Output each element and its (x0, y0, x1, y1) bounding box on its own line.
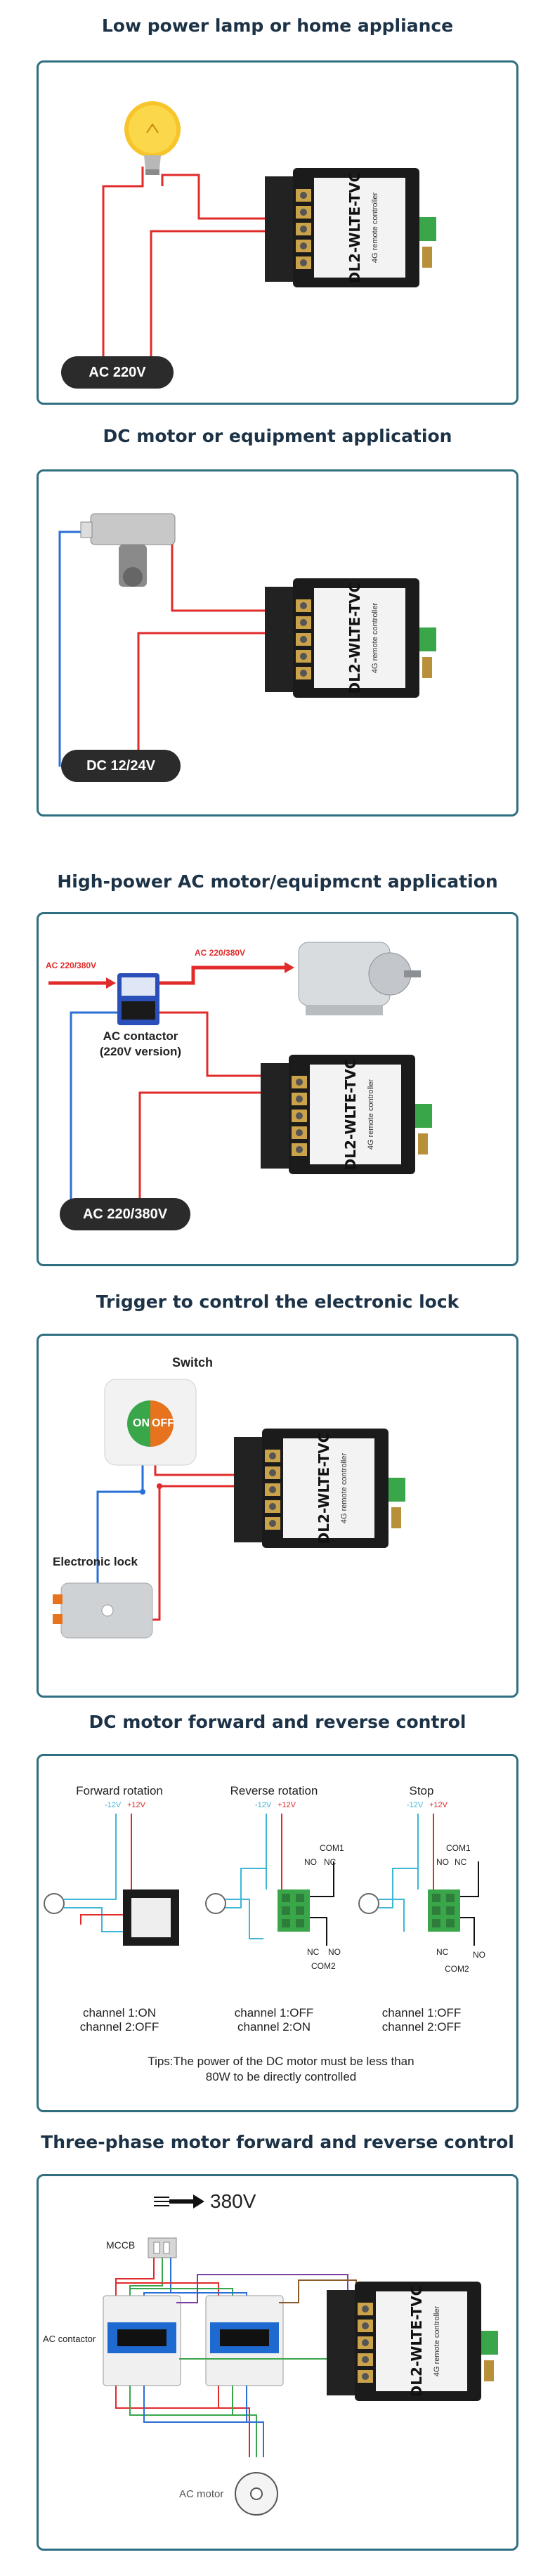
reverse-channel2-state: channel 2:ON (237, 2020, 311, 2034)
controller-model: DL2-WLTE-TVC (408, 2286, 425, 2398)
output-voltage-label: AC 220/380V (195, 948, 246, 958)
contactor-1-icon (103, 2295, 181, 2386)
controller-graphic: DL2-WLTE-TVC 4G remote controller (265, 168, 436, 287)
reverse-rotation-wiring (205, 1814, 334, 1946)
controller-subtitle: 4G remote controller (340, 1453, 348, 1524)
controller-model: DL2-WLTE-TVC (342, 1059, 359, 1171)
section-5-title: DC motor forward and reverse control (89, 1712, 466, 1732)
controller-subtitle: 4G remote controller (371, 603, 379, 674)
plus-12v-label: +12V (278, 1801, 296, 1809)
nc-label: NC (307, 1947, 320, 1957)
minus-12v-label: -12V (407, 1801, 424, 1809)
controller-device: DL2-WLTE-TVC 4G remote controller (265, 578, 440, 698)
controller-device: DL2-WLTE-TVC 4G remote controller (234, 1429, 410, 1548)
section-3-panel: AC 220/380V AC 220/380V AC contactor (22… (37, 912, 518, 1266)
input-voltage-label: AC 220/380V (46, 961, 97, 970)
dc-motor-icon (80, 513, 176, 587)
section-1-panel: AC 220V DL2-WLTE-TVC 4G remote controlle… (37, 60, 518, 405)
light-bulb-icon (124, 101, 181, 175)
section-2-title: DC motor or equipment application (103, 426, 452, 446)
nc-label: NC (324, 1857, 337, 1867)
contactor-label: AC contactor (43, 2334, 96, 2344)
stop-channel2-state: channel 2:OFF (381, 2020, 462, 2034)
controller-model: DL2-WLTE-TVC (315, 1433, 332, 1544)
stop-heading: Stop (409, 1784, 434, 1797)
controller-device: DL2-WLTE-TVC 4G remote controller (261, 1055, 436, 1174)
supply-voltage-label: 380V (210, 2190, 256, 2212)
controller-graphic: DL2-WLTE-TVC 4G remote controller (265, 578, 436, 698)
controller-graphic: DL2-WLTE-TVC 4G remote controller (261, 1055, 432, 1174)
stop-wiring (358, 1814, 479, 1946)
ac-motor-icon (235, 2472, 278, 2516)
plus-12v-label: +12V (429, 1801, 448, 1809)
section-4-panel: Switch ON OFF Electronic lock DL2-WLTE-T… (37, 1334, 518, 1698)
ac-motor-wiring-diagram (48, 942, 421, 1214)
contactor-2-icon (205, 2295, 284, 2386)
section-3-title: High-power AC motor/equipmcnt applicatio… (57, 871, 498, 892)
forward-channel2-state: channel 2:OFF (79, 2020, 159, 2034)
com1-label: COM1 (320, 1843, 344, 1853)
controller-device: DL2-WLTE-TVC 4G remote controller (327, 2282, 502, 2401)
controller-graphic: DL2-WLTE-TVC 4G remote controller (234, 1429, 405, 1548)
nc-label: NC (455, 1857, 467, 1867)
com1-label: COM1 (446, 1843, 471, 1853)
forward-rotation-wiring (44, 1814, 179, 1946)
power-source-badge: AC 220V (61, 356, 174, 389)
power-source-badge: DC 12/24V (61, 750, 181, 782)
com2-label: COM2 (445, 1964, 469, 1974)
nc-label: NC (436, 1947, 449, 1957)
contactor-label: AC contactor (103, 1029, 178, 1043)
forward-heading: Forward rotation (76, 1784, 163, 1797)
forward-channel1-state: channel 1:ON (83, 2006, 156, 2019)
power-source-badge: AC 220/380V (60, 1198, 190, 1230)
no-label: NO (473, 1950, 485, 1960)
reverse-heading: Reverse rotation (230, 1784, 318, 1797)
motor-label: AC motor (179, 2488, 224, 2500)
controller-graphic: DL2-WLTE-TVC 4G remote controller (327, 2282, 498, 2401)
mccb-breaker-icon (148, 2237, 177, 2258)
ac-contactor-icon (117, 973, 159, 1025)
section-4-title: Trigger to control the electronic lock (96, 1292, 459, 1312)
section-1-title: Low power lamp or home appliance (101, 15, 454, 36)
minus-12v-label: -12V (105, 1801, 122, 1809)
section-5-panel: Forward rotation Reverse rotation Stop -… (37, 1754, 518, 2112)
reverse-channel1-state: channel 1:OFF (234, 2006, 314, 2019)
stop-channel1-state: channel 1:OFF (381, 2006, 462, 2019)
no-label: NO (304, 1857, 317, 1867)
minus-12v-label: -12V (255, 1801, 272, 1809)
dc-forward-reverse-diagram (44, 1814, 479, 1946)
no-label: NO (328, 1947, 341, 1957)
switch-button: ON OFF (127, 1400, 174, 1447)
section-6-panel: 380V MCCB AC contactor AC motor DL2-WLTE… (37, 2174, 518, 2551)
lock-label: Electronic lock (53, 1555, 138, 1568)
no-label: NO (436, 1857, 449, 1867)
electronic-lock-icon (53, 1582, 153, 1639)
contactor-sublabel: (220V version) (99, 1045, 182, 1058)
com2-label: COM2 (311, 1961, 336, 1971)
mccb-label: MCCB (106, 2239, 136, 2251)
ac-motor-icon (298, 942, 421, 1015)
controller-subtitle: 4G remote controller (433, 2306, 441, 2377)
plus-12v-label: +12V (127, 1801, 145, 1809)
controller-device: DL2-WLTE-TVC 4G remote controller (265, 168, 440, 287)
controller-model: DL2-WLTE-TVC (346, 172, 363, 284)
controller-subtitle: 4G remote controller (367, 1079, 375, 1150)
section-6-title: Three-phase motor forward and reverse co… (41, 2132, 514, 2152)
switch-label: Switch (172, 1355, 214, 1370)
controller-subtitle: 4G remote controller (371, 193, 379, 264)
power-tip: Tips:The power of the DC motor must be l… (148, 2055, 414, 2083)
controller-model: DL2-WLTE-TVC (346, 583, 363, 694)
lamp-wiring-diagram (102, 101, 270, 358)
section-2-panel: DC 12/24V DL2-WLTE-TVC 4G remote control… (37, 469, 518, 817)
dc-motor-wiring-diagram (58, 513, 270, 767)
